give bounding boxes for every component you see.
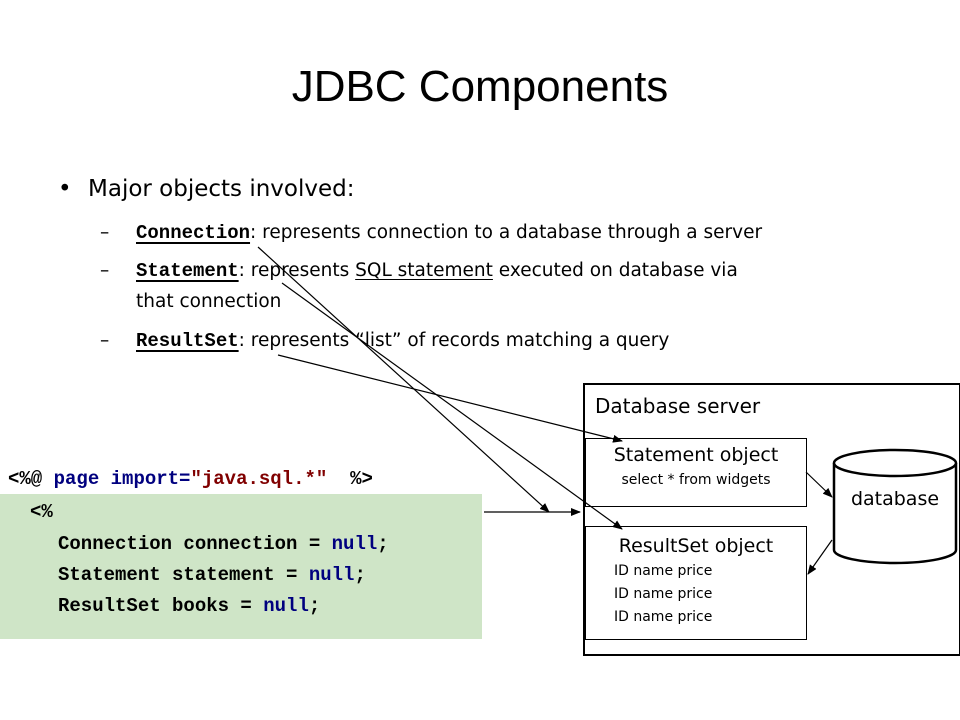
code-end: ; (354, 564, 366, 586)
resultset-object-title: ResultSet object (618, 535, 774, 557)
code-decl: Connection connection = (58, 533, 332, 555)
arrow-statement-to-db (805, 471, 833, 498)
code-token: <%@ (8, 468, 43, 490)
code-end: ; (377, 533, 389, 555)
code-keyword: page (53, 468, 100, 490)
resultset-row: ID name price (614, 563, 713, 579)
dash: – (100, 330, 110, 351)
cylinder-body (832, 463, 958, 565)
sub-bullet-resultset: – ResultSet: represents “list” of records… (100, 330, 669, 352)
term-resultset: ResultSet (136, 330, 239, 352)
code-line-open: <% (30, 501, 53, 523)
code-attr: import= (110, 468, 191, 490)
main-bullet: • Major objects involved: (58, 176, 355, 202)
resultset-row: ID name price (614, 586, 713, 602)
resultset-object-box: ResultSet object ID name price ID name p… (585, 526, 807, 640)
sub-bullet-statement: – Statement: represents SQL statement exe… (100, 260, 738, 282)
code-line-statement: Statement statement = null; (58, 564, 366, 586)
code-line-connection: Connection connection = null; (58, 533, 389, 555)
resultset-desc: : represents “list” of records matching … (238, 330, 670, 351)
statement-desc-pre: : represents (238, 260, 356, 281)
code-decl: ResultSet books = (58, 595, 264, 617)
statement-object-box: Statement object select * from widgets (585, 438, 807, 507)
cylinder-top (832, 448, 958, 478)
arrow-db-to-resultset (807, 539, 833, 575)
code-line-page-directive: <%@ page import="java.sql.*" %> (8, 468, 373, 490)
dash: – (100, 222, 110, 243)
bullet-dot: • (58, 176, 72, 202)
code-end: ; (308, 595, 321, 617)
statement-sql: select * from widgets (621, 472, 771, 488)
connection-desc: : represents connection to a database th… (250, 222, 763, 243)
database-cylinder (832, 448, 958, 565)
arrow-resultset-link (277, 354, 623, 443)
statement-desc-cont: that connection (136, 291, 282, 312)
database-server-label: Database server (595, 394, 761, 418)
arrow-statement-link (281, 282, 623, 530)
statement-object-title: Statement object (613, 444, 779, 466)
code-null: null (308, 564, 355, 586)
code-string: "java.sql.*" (190, 468, 328, 490)
arrow-connection-link (257, 246, 550, 513)
term-connection: Connection (136, 222, 251, 244)
main-bullet-text: Major objects involved: (88, 176, 355, 202)
code-line-resultset: ResultSet books = null; (58, 595, 320, 617)
slide-title: JDBC Components (291, 62, 669, 111)
statement-desc-post: executed on database via (492, 260, 738, 281)
dash: – (100, 260, 110, 281)
sql-statement-link: SQL statement (355, 260, 493, 281)
database-label: database (851, 488, 939, 510)
code-null: null (263, 595, 309, 617)
term-statement: Statement (136, 260, 239, 282)
code-background (0, 494, 482, 639)
resultset-row: ID name price (614, 609, 713, 625)
sub-bullet-connection: – Connection: represents connection to a … (100, 222, 762, 244)
code-token: %> (350, 468, 373, 490)
code-null: null (331, 533, 378, 555)
code-decl: Statement statement = (58, 564, 309, 586)
